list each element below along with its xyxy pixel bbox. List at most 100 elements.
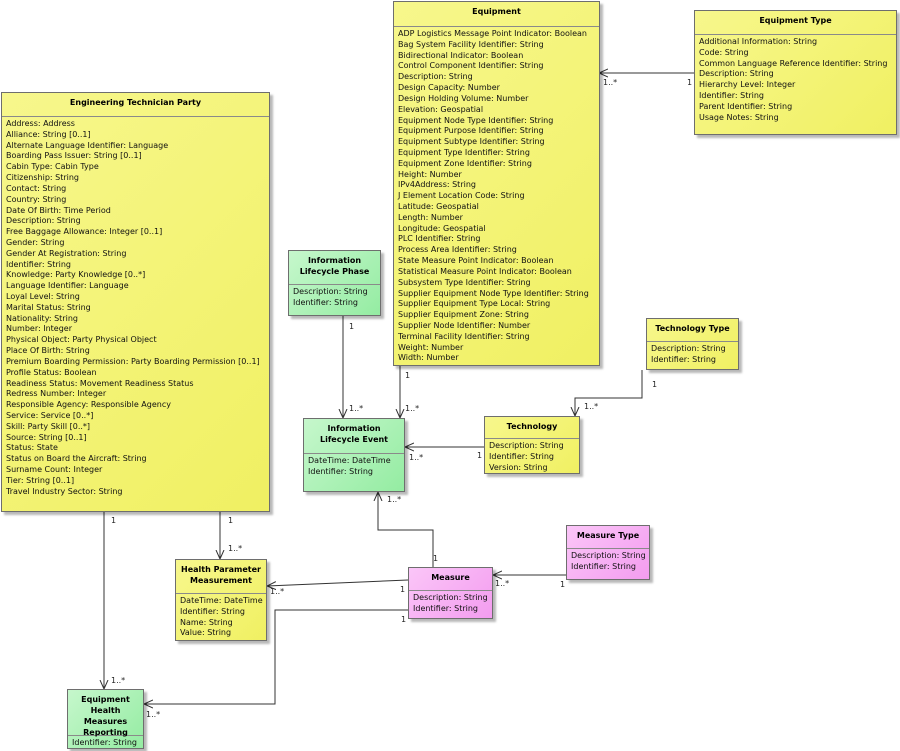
class-attribute: Terminal Facility Identifier: String	[398, 331, 530, 341]
class-attribute: Identifier: String	[293, 297, 359, 307]
mult-equipment-type-1: 1	[687, 78, 693, 87]
class-attribute: Identifier: String	[180, 606, 246, 616]
mult-measure-1-to-reporting: 1	[401, 615, 407, 624]
class-attribute: Identifier: String	[308, 466, 374, 476]
class-attribute: Equipment Node Type Identifier: String	[398, 115, 554, 125]
mult-event-from-equipment: 1..*	[405, 404, 420, 413]
edge-tech-type-to-technology	[575, 370, 643, 416]
class-attribute: Process Area Identifier: String	[398, 245, 517, 255]
class-attribute: Cabin Type: Cabin Type	[6, 162, 99, 172]
class-attribute: Bag System Facility Identifier: String	[398, 39, 544, 49]
class-attribute: Hierarchy Level: Integer	[699, 80, 796, 90]
class-attribute: Boarding Pass Issuer: String [0..1]	[6, 151, 142, 161]
class-attribute: Code: String	[699, 47, 749, 57]
class-title: Equipment Health Measures Reporting	[68, 690, 143, 737]
class-attribute: Name: String	[180, 617, 233, 627]
class-attribute: Latitude: Geospatial	[398, 202, 479, 211]
class-attribute: Equipment Subtype Identifier: String	[398, 137, 545, 147]
class-health-parameter-measurement[interactable]: Health Parameter Measurement DateTime: D…	[175, 559, 267, 641]
class-attribute: Common Language Reference Identifier: St…	[699, 58, 888, 68]
class-attribute: Design Capacity: Number	[398, 83, 500, 93]
edge-measure-to-reporting	[144, 609, 408, 704]
class-attribute: Identifier: String	[489, 451, 555, 461]
class-equipment-type[interactable]: Equipment Type Additional Information: S…	[694, 10, 897, 135]
mult-party-1-to-reporting: 1	[111, 516, 117, 525]
mult-technology-1: 1	[477, 451, 483, 460]
class-attribute: PLC Identifier: String	[398, 234, 481, 244]
class-title: Equipment Type	[695, 11, 896, 35]
class-attribute: Weight: Number	[398, 342, 464, 352]
class-attribute: Alliance: String [0..1]	[6, 129, 91, 139]
class-attribute: Equipment Zone Identifier: String	[398, 158, 532, 168]
class-attribute: Description: String	[699, 69, 774, 79]
class-attribute: Premium Boarding Permission: Party Board…	[6, 356, 260, 366]
class-attribute: Description: String	[571, 551, 646, 560]
class-attribute: Description: String	[413, 593, 488, 602]
mult-measure-many: 1..*	[495, 579, 510, 588]
mult-event-from-technology: 1..*	[409, 453, 424, 462]
class-attribute: Description: String	[293, 287, 368, 296]
class-attribute: Description: String	[6, 216, 81, 226]
class-attribute: Supplier Equipment Node Type Identifier:…	[398, 288, 589, 298]
class-attribute: Subsystem Type Identifier: String	[398, 277, 531, 287]
class-attribute: Responsible Agency: Responsible Agency	[6, 400, 171, 410]
class-information-lifecycle-phase[interactable]: Information Lifecycle Phase Description:…	[288, 250, 381, 316]
class-attribute: Surname Count: Integer	[6, 465, 103, 474]
class-attribute: Status: State	[6, 443, 58, 453]
class-attribute: Tier: String [0..1]	[6, 475, 75, 485]
edge-measure-to-info-event	[378, 492, 434, 567]
class-attribute: Identifier: String	[413, 603, 479, 613]
class-equipment[interactable]: Equipment ADP Logistics Message Point In…	[393, 1, 600, 366]
class-attribute: Alternate Language Identifier: Language	[6, 140, 169, 150]
class-attribute: Design Holding Volume: Number	[398, 93, 529, 103]
class-attribute: DateTime: DateTime	[180, 596, 263, 605]
class-attribute: Supplier Equipment Type Local: String	[398, 299, 551, 309]
class-attribute: Supplier Node Identifier: Number	[398, 320, 531, 330]
class-attribute: Source: String [0..1]	[6, 432, 87, 442]
class-attribute: Nationality: String	[6, 313, 78, 323]
class-information-lifecycle-event[interactable]: Information Lifecycle Event DateTime: Da…	[303, 418, 405, 492]
class-attribute: Redress Number: Integer	[6, 389, 107, 399]
class-attribute: Equipment Purpose Identifier: String	[398, 126, 544, 136]
class-title: Measure	[409, 568, 492, 591]
class-attribute: Date Of Birth: Time Period	[6, 205, 111, 215]
mult-event-from-phase: 1..*	[349, 404, 364, 413]
class-attribute: Control Component Identifier: String	[398, 61, 544, 71]
class-attribute: Elevation: Geospatial	[398, 104, 484, 114]
mult-health-from-party: 1..*	[228, 544, 243, 553]
class-attribute: Description: String	[489, 441, 564, 450]
class-attribute: Citizenship: String	[6, 173, 80, 183]
class-attribute: IPv4Address: String	[398, 180, 476, 190]
class-attribute: State Measure Point Indicator: Boolean	[398, 256, 554, 266]
class-equipment-health-measures-reporting[interactable]: Equipment Health Measures Reporting Iden…	[67, 689, 144, 749]
class-attribute: Travel Industry Sector: String	[6, 486, 123, 496]
class-title: Engineering Technician Party	[2, 93, 269, 117]
edge-measure-to-health-param	[267, 579, 409, 586]
mult-equipment-many: 1..*	[603, 78, 618, 87]
class-attribute: Gender At Registration: String	[6, 248, 127, 258]
class-attribute: Profile Status: Boolean	[6, 367, 97, 377]
class-attribute: Address: Address	[6, 119, 75, 128]
class-attribute: Equipment Type Identifier: String	[398, 147, 530, 157]
class-attribute: Knowledge: Party Knowledge [0..*]	[6, 270, 146, 280]
class-attribute: Supplier Equipment Zone: String	[398, 310, 529, 320]
class-attribute: Description: String	[398, 72, 473, 82]
mult-equipment-1: 1	[405, 371, 411, 380]
class-title: Technology Type	[647, 319, 738, 342]
class-attribute: Usage Notes: String	[699, 112, 779, 122]
class-title: Information Lifecycle Event	[304, 419, 404, 454]
class-engineering-technician-party[interactable]: Engineering Technician Party Address: Ad…	[1, 92, 270, 512]
mult-phase-1: 1	[349, 322, 355, 331]
mult-technology-many: 1..*	[584, 402, 599, 411]
class-attribute: Parent Identifier: String	[699, 101, 793, 111]
